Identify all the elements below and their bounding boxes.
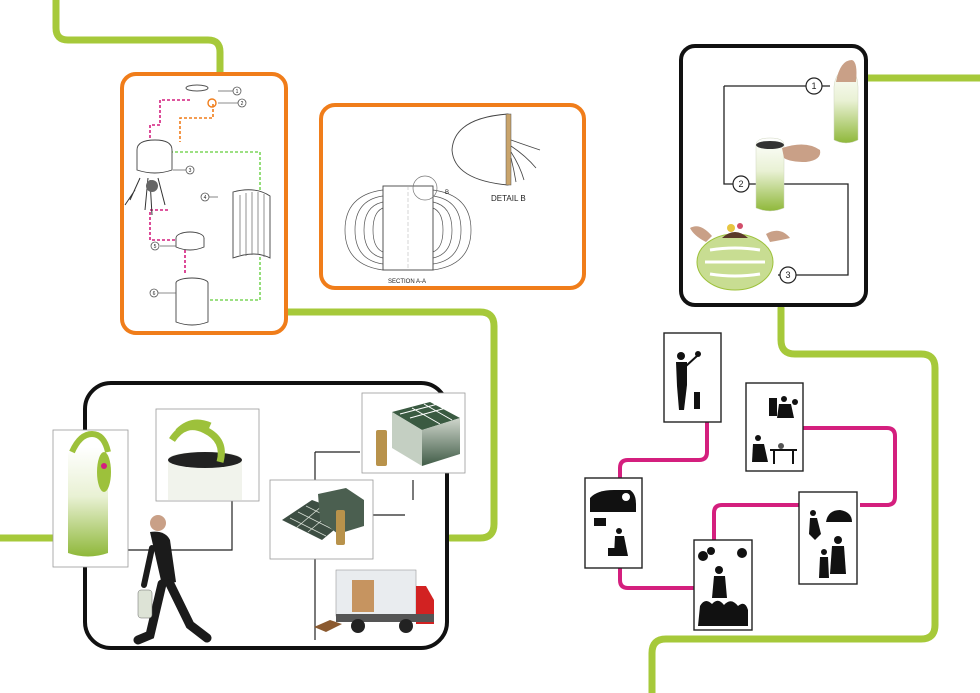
callout-3: 3 <box>189 168 192 174</box>
carry-bag-render <box>52 429 129 568</box>
assembly-panel: 1 2 3 4 5 6 <box>120 72 288 335</box>
callout-2: 2 <box>241 101 244 107</box>
usage-panel: 1 2 3 <box>679 44 868 307</box>
lifecycle-cards <box>584 332 858 631</box>
callout-6: 6 <box>153 291 156 297</box>
magenta-path-d <box>618 568 694 590</box>
magenta-path-c <box>712 503 799 540</box>
lid-handle-render <box>155 408 260 502</box>
callout-5: 5 <box>154 244 157 250</box>
card-person-with-plants <box>693 539 753 631</box>
detail-marker: B <box>445 190 449 196</box>
step-1: 1 <box>811 81 816 91</box>
card-man-with-flowers <box>663 332 722 423</box>
walking-man-figure <box>133 515 212 645</box>
delivery-truck <box>314 569 434 633</box>
magenta-path-a <box>618 422 709 478</box>
packing-grid-render <box>269 479 374 560</box>
box-render <box>361 392 466 474</box>
connector-middle <box>281 308 498 542</box>
card-family-shopping <box>798 491 858 585</box>
callout-4: 4 <box>204 195 207 201</box>
magenta-path-b <box>802 426 897 507</box>
card-van-delivery <box>584 477 643 569</box>
connector-top-left <box>52 0 224 80</box>
section-panel: B SECTION A-A DETAIL B <box>319 103 586 290</box>
magenta-connectors <box>618 422 897 590</box>
step-3: 3 <box>785 270 790 280</box>
connector-right <box>648 304 939 693</box>
card-people-at-table <box>745 382 804 472</box>
callout-1: 1 <box>236 89 239 95</box>
logistics-panel <box>52 381 466 650</box>
detail-label: DETAIL B <box>491 194 526 203</box>
step-2: 2 <box>738 179 743 189</box>
section-label: SECTION A-A <box>388 279 426 285</box>
